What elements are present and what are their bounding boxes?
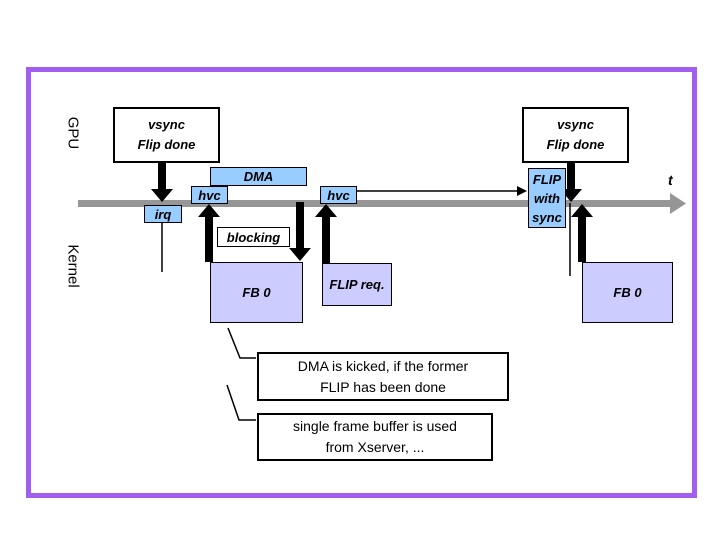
callout-single-fb-line1: single frame buffer is used [293,418,457,434]
time-axis-label: t [668,172,673,188]
vsync2-line2: Flip done [546,137,605,152]
hvc-box-1: hvc [191,186,228,204]
fb0-box-right: FB 0 [582,262,673,323]
vsync-flip-done-box-1: vsync Flip done [113,107,220,163]
callout-dma-kicked-line1: DMA is kicked, if the former [297,357,469,374]
flip-req-box: FLIP req. [322,263,392,306]
vsync1-down-arrow-head-icon [151,189,173,202]
callout-single-fb: single frame buffer is used from Xserver… [257,413,493,461]
vsync2-line1: vsync [557,117,594,132]
vsync1-line2: Flip done [137,137,196,152]
timeline-arrowhead-icon [670,193,686,214]
flip-with-sync-line1: FLIP [532,171,562,187]
fb0r-up-arrow-head-icon [571,204,593,217]
flip-with-sync-line2: with [534,190,560,206]
vsync1-down-arrow-shaft [158,163,166,190]
fb0l-up-arrow-shaft [205,217,213,262]
flip-with-sync-line3: sync [532,209,562,225]
flipreq-up-arrow-shaft [322,217,330,263]
flipreq-up-arrow-head-icon [315,204,337,217]
callout-dma-kicked-line2: FLIP has been done [320,378,446,395]
hvc-box-2: hvc [320,186,357,204]
fb0r-up-arrow-shaft [578,217,586,262]
callout-dma-kicked: DMA is kicked, if the former FLIP has be… [257,352,509,401]
fb0-box-left: FB 0 [210,262,303,323]
timeline-bar [78,200,670,207]
fb0l-up-arrow-head-icon [198,204,220,217]
flip-with-sync-box: FLIP with sync [528,168,566,228]
callout1-connector [227,327,256,359]
timeline-down-arrow-shaft [296,202,304,248]
callout2-connector [226,384,256,421]
kernel-lane-label: Kernel [64,244,82,288]
irq-box: irq [144,205,182,223]
hvc2-flip-arrow-head-icon [517,186,527,196]
blocking-box: blocking [217,227,290,247]
callout-single-fb-line2: from Xserver, ... [325,439,425,455]
gpu-lane-label: GPU [64,116,82,150]
vsync-flip-done-box-2: vsync Flip done [522,107,629,163]
timeline-down-arrow-head-icon [289,248,311,261]
vsync1-line1: vsync [148,117,185,132]
dma-box: DMA [210,167,307,186]
vsync2-down-arrow-shaft [567,162,575,190]
